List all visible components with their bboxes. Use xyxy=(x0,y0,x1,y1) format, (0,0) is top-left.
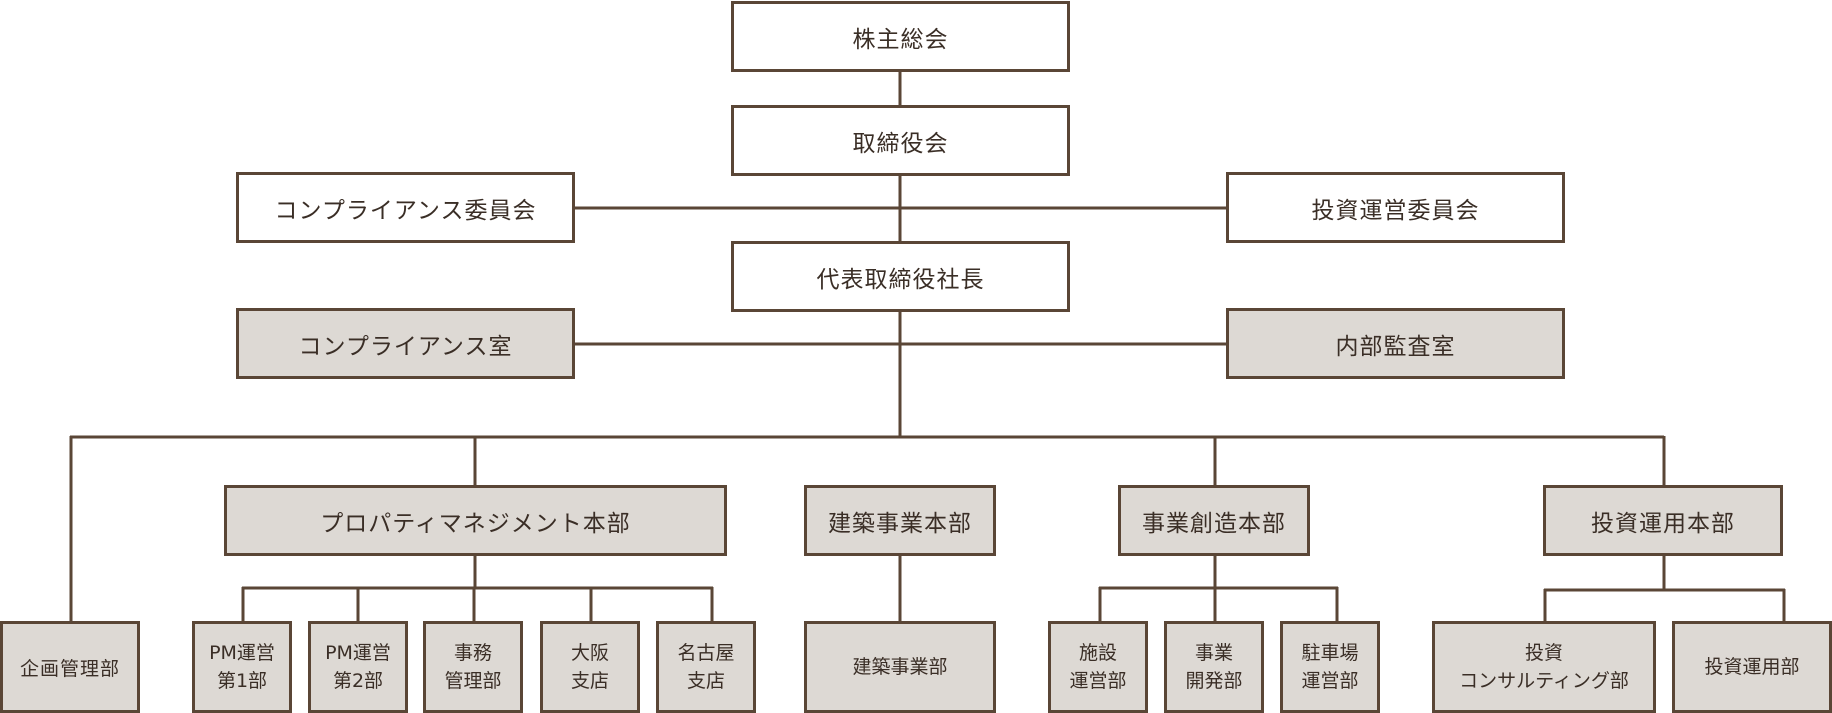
node-business-creation-division: 事業創造本部 xyxy=(1118,485,1310,556)
node-pm-division: プロパティマネジメント本部 xyxy=(224,485,727,556)
node-admin-dept: 事務 管理部 xyxy=(423,621,523,713)
node-board-of-directors: 取締役会 xyxy=(731,105,1070,176)
node-investment-consulting-dept: 投資 コンサルティング部 xyxy=(1432,621,1656,713)
node-planning-dept: 企画管理部 xyxy=(0,621,140,713)
node-construction-division: 建築事業本部 xyxy=(804,485,996,556)
node-pm2-dept: PM運営 第2部 xyxy=(308,621,408,713)
node-investment-division: 投資運用本部 xyxy=(1543,485,1783,556)
node-president: 代表取締役社長 xyxy=(731,241,1070,312)
node-shareholders-meeting: 株主総会 xyxy=(731,1,1070,72)
node-investment-management-dept: 投資運用部 xyxy=(1672,621,1832,713)
node-facility-dept: 施設 運営部 xyxy=(1048,621,1148,713)
node-parking-dept: 駐車場 運営部 xyxy=(1280,621,1380,713)
node-compliance-committee: コンプライアンス委員会 xyxy=(236,172,575,243)
node-investment-committee: 投資運営委員会 xyxy=(1226,172,1565,243)
node-nagoya-branch: 名古屋 支店 xyxy=(656,621,756,713)
node-business-development-dept: 事業 開発部 xyxy=(1164,621,1264,713)
node-pm1-dept: PM運営 第1部 xyxy=(192,621,292,713)
node-osaka-branch: 大阪 支店 xyxy=(540,621,640,713)
node-construction-dept: 建築事業部 xyxy=(804,621,996,713)
node-internal-audit-office: 内部監査室 xyxy=(1226,308,1565,379)
node-compliance-office: コンプライアンス室 xyxy=(236,308,575,379)
